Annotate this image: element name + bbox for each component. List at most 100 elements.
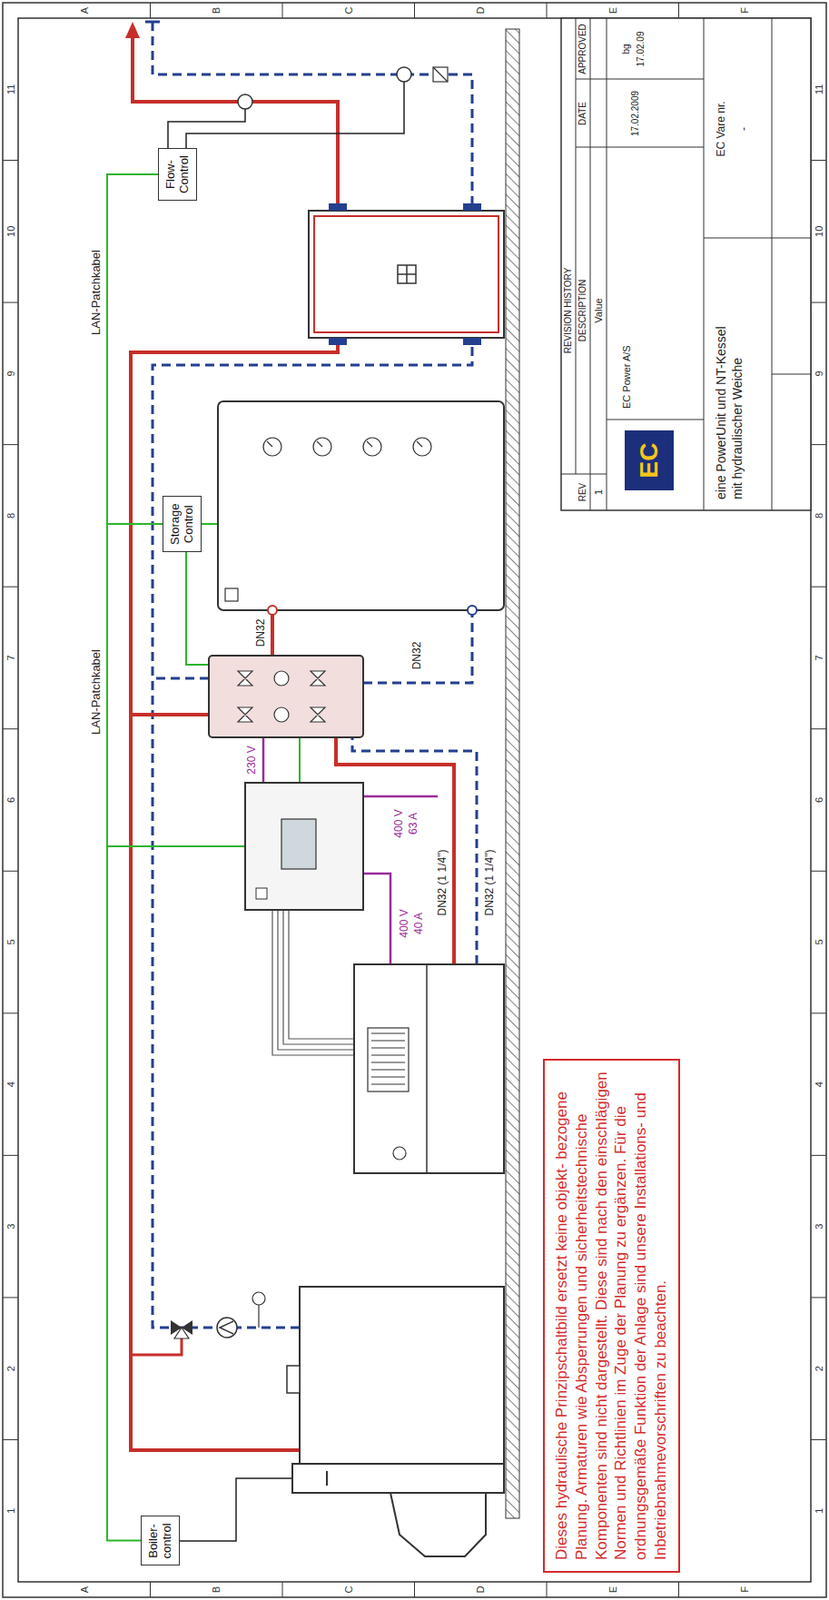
grid-reference: 3 — [812, 1223, 825, 1230]
grid-reference: 9 — [812, 370, 825, 376]
thermometer — [252, 1292, 266, 1305]
boiler-flue — [286, 1365, 300, 1393]
control-cabinet — [245, 782, 364, 910]
thermometer-stem — [257, 1304, 259, 1328]
separator-flange — [463, 337, 482, 346]
table-heading: REV — [577, 483, 589, 503]
grid-reference: 1 — [4, 1508, 17, 1514]
grid-reference: C — [342, 1586, 355, 1594]
grid-reference: 11 — [812, 84, 825, 95]
module-return-pipe — [154, 677, 209, 681]
powerunit-grille — [371, 1033, 405, 1085]
table-cell: EC Vare nr. — [715, 100, 729, 157]
lan-cable — [298, 737, 301, 783]
grid-tick — [2, 870, 19, 872]
storage-return-pipe — [363, 610, 473, 683]
sensor-wire — [159, 1478, 293, 1541]
lan-cable — [107, 174, 163, 524]
logo-text: EC — [634, 443, 664, 479]
voltage-label: 230 V — [246, 745, 259, 774]
grid-tick — [149, 2, 151, 19]
grid-tick — [810, 728, 827, 730]
company-name: EC Power A/S — [621, 345, 633, 409]
tank-vent — [225, 588, 238, 602]
return-end-mark — [145, 20, 160, 24]
grid-reference: 7 — [4, 654, 17, 661]
grid-tick — [414, 1581, 415, 1598]
note-box: Dieses hydraulische Prinzipschaltbild er… — [542, 1058, 681, 1573]
grid-reference: C — [342, 7, 355, 15]
cabinet-display — [281, 819, 316, 869]
current-label: 63 A — [407, 812, 421, 835]
module-pump — [274, 671, 289, 686]
node-text: Flow- Control — [163, 155, 192, 194]
table-cell: 1 — [592, 489, 605, 495]
separator-flange — [463, 203, 482, 211]
grid-reference: E — [606, 7, 619, 14]
grid-reference: 4 — [812, 1081, 825, 1087]
flow-sensor — [396, 67, 412, 82]
hydraulic-module — [208, 655, 364, 738]
voltage-label: 400 V — [398, 908, 412, 938]
grid-tick — [678, 1581, 680, 1598]
power-line-230v — [262, 737, 266, 783]
pump-symbol — [217, 1317, 237, 1338]
title-block-grid — [561, 18, 811, 511]
module-valve — [237, 671, 326, 722]
tank-sensor-needle — [266, 441, 423, 447]
boiler-handle — [325, 1470, 328, 1486]
secondary-return-pipe — [152, 21, 473, 211]
grid-reference: B — [210, 7, 223, 14]
grid-reference: 6 — [4, 797, 17, 803]
power-line-40a — [363, 873, 391, 965]
grid-tick — [678, 2, 680, 19]
powerunit-knob — [393, 1146, 406, 1160]
separator-flange — [328, 337, 347, 346]
grid-tick — [810, 586, 827, 588]
grid-tick — [414, 2, 415, 19]
table-cell: 17.02.09 — [635, 31, 647, 68]
node-text: Dieses hydraulische Prinzipschaltbild er… — [552, 1071, 672, 1560]
grid-tick — [2, 159, 19, 161]
grid-reference: 8 — [812, 513, 825, 519]
pipe-size: DN32 — [411, 641, 425, 671]
grid-reference: 2 — [812, 1365, 825, 1372]
grid-reference: 5 — [4, 938, 17, 945]
grid-reference: D — [474, 1586, 487, 1594]
controller-box: Storage Control — [162, 495, 202, 553]
grid-reference: A — [78, 1586, 90, 1593]
grid-tick — [2, 586, 19, 588]
control-cable — [277, 909, 355, 1050]
boiler-body — [299, 1286, 504, 1464]
grid-reference: 5 — [812, 938, 825, 945]
grid-tick — [282, 1581, 284, 1598]
grid-tick — [546, 2, 548, 19]
powerunit — [354, 964, 504, 1174]
mixing-valve — [174, 1327, 189, 1339]
grid-reference: F — [739, 1586, 751, 1593]
burner — [390, 1492, 486, 1557]
grid-tick — [810, 870, 827, 872]
secondary-supply-pipe — [132, 36, 338, 211]
grid-tick — [282, 2, 284, 19]
separator-flange — [328, 203, 347, 211]
grid-tick — [810, 1296, 827, 1298]
control-cable — [283, 909, 355, 1045]
powerunit-grille — [367, 1027, 409, 1092]
grid-reference: 2 — [4, 1365, 17, 1372]
inner-frame — [18, 18, 811, 1582]
table-cell: Value — [592, 297, 605, 323]
title-block — [561, 18, 811, 511]
current-label: 40 A — [413, 912, 426, 935]
pipe-size: DN32 (1 1/4") — [436, 849, 450, 917]
grid-reference: A — [78, 7, 90, 14]
grid-tick — [2, 444, 19, 445]
grid-reference: 8 — [4, 513, 17, 519]
grid-tick — [546, 1581, 548, 1598]
power-feed-63a — [363, 795, 438, 799]
controller-box: Boiler- control — [140, 1515, 180, 1566]
